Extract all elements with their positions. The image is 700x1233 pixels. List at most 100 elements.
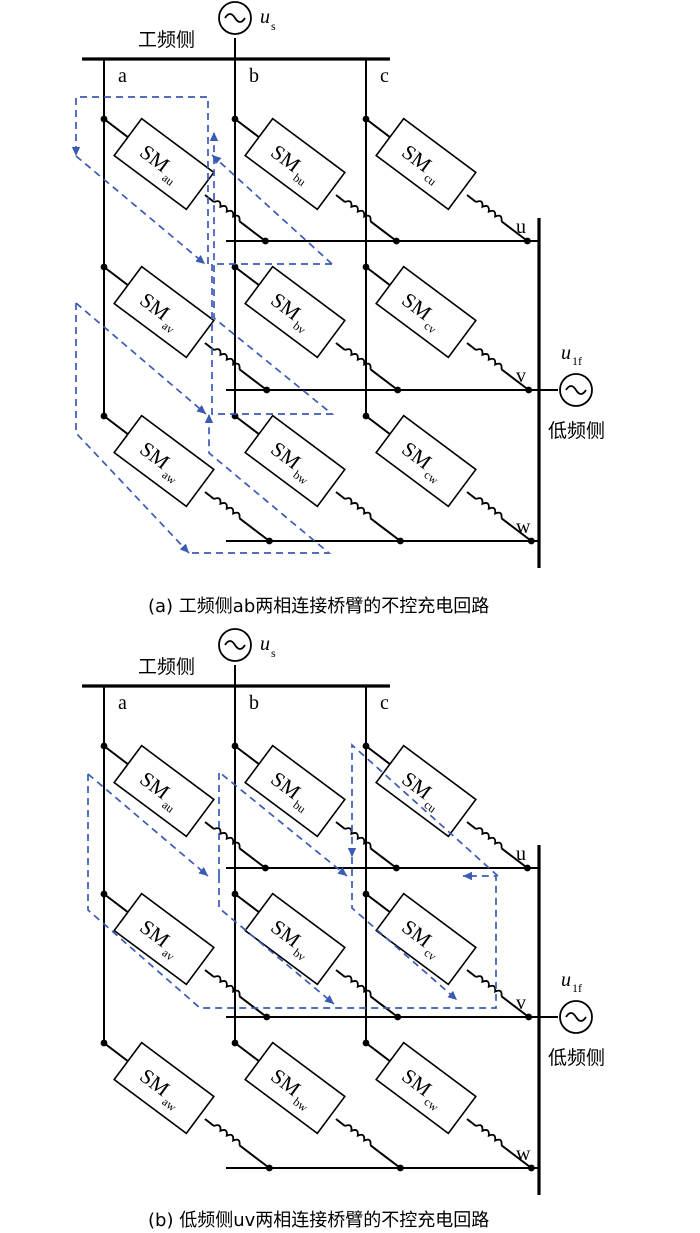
- inductor-icon: [475, 348, 503, 370]
- source-us-subscript: s: [271, 19, 276, 33]
- inductor-icon: [213, 497, 241, 519]
- inductor-icon: [344, 200, 372, 222]
- phase-label-c: c: [380, 65, 389, 87]
- output-label-u: u: [516, 843, 526, 865]
- inductor-icon: [213, 1124, 241, 1146]
- inductor-icon: [475, 1124, 503, 1146]
- inductor-icon: [213, 200, 241, 222]
- junction-dot: [396, 537, 404, 545]
- low-frequency-side-label: 低频侧: [548, 1047, 605, 1069]
- arm-lead: [369, 517, 401, 542]
- inductor-icon: [344, 1124, 372, 1146]
- current-path-1: [87, 774, 497, 1009]
- arm-lead: [335, 969, 346, 978]
- inductor-icon: [475, 827, 503, 849]
- inductor-icon: [213, 975, 241, 997]
- arm-lead: [369, 368, 399, 391]
- inductor-icon: [475, 497, 503, 519]
- current-path-7: [192, 414, 332, 554]
- output-label-v: v: [516, 365, 526, 387]
- sine-icon: [224, 640, 246, 650]
- caption-a: (a) 工频侧ab两相连接桥臂的不控充电回路: [148, 596, 489, 617]
- current-path-2-arrowhead: [195, 255, 205, 264]
- junction-dot: [394, 1013, 402, 1021]
- submodule-box: [375, 414, 477, 508]
- arm-lead: [335, 194, 346, 203]
- current-path-4-arrowhead: [337, 867, 347, 876]
- source-us-label: u: [260, 633, 270, 655]
- arm-lead: [335, 342, 346, 351]
- submodule-box: [375, 117, 477, 211]
- source-u1f-label: u: [561, 342, 571, 364]
- output-label-v: v: [516, 992, 526, 1014]
- submodule-box: [375, 1041, 477, 1135]
- junction-dot: [527, 537, 535, 545]
- arm-lead: [466, 194, 477, 203]
- junction-dot: [525, 1013, 533, 1021]
- phase-label-c: c: [380, 692, 389, 714]
- phase-label-a: a: [118, 65, 127, 87]
- junction-dot: [265, 537, 273, 545]
- current-path-5-arrowhead: [179, 543, 189, 553]
- junction-dot: [524, 237, 531, 245]
- submodule-box: [244, 414, 346, 508]
- submodule-box: [244, 265, 346, 359]
- arm-lead: [466, 821, 477, 830]
- submodule-box: [113, 1041, 215, 1135]
- arm-lead: [335, 1118, 346, 1127]
- source-us-label: u: [260, 6, 270, 28]
- inductor-icon: [475, 200, 503, 222]
- arm-lead: [204, 969, 215, 978]
- arm-lead: [369, 847, 398, 869]
- junction-dot: [263, 1013, 271, 1021]
- arm-lead: [335, 821, 346, 830]
- source-u1f-subscript: 1f: [572, 354, 582, 368]
- junction-dot: [525, 386, 533, 394]
- arm-lead: [238, 1144, 270, 1169]
- power-frequency-side-label: 工频侧: [138, 656, 195, 678]
- current-path-2: [351, 743, 499, 877]
- arm-lead: [466, 969, 477, 978]
- inductor-icon: [475, 975, 503, 997]
- arm-lead: [466, 342, 477, 351]
- current-path-1-arrowhead: [71, 147, 81, 156]
- junction-dot: [263, 386, 271, 394]
- arm-lead: [238, 368, 268, 391]
- submodule-box: [375, 744, 477, 838]
- junction-dot: [262, 237, 269, 245]
- inductor-icon: [344, 348, 372, 370]
- sine-icon: [565, 385, 587, 395]
- current-path-2-arrowhead: [347, 848, 357, 857]
- arm-lead: [335, 491, 346, 500]
- arm-lead: [369, 995, 399, 1018]
- current-path-7-arrowhead: [204, 414, 214, 423]
- arm-lead: [369, 220, 398, 242]
- current-path-1-arrowhead: [463, 871, 472, 881]
- inductor-icon: [213, 348, 241, 370]
- current-path-6: [87, 773, 209, 877]
- arm-lead: [500, 847, 529, 869]
- arm-lead: [204, 821, 215, 830]
